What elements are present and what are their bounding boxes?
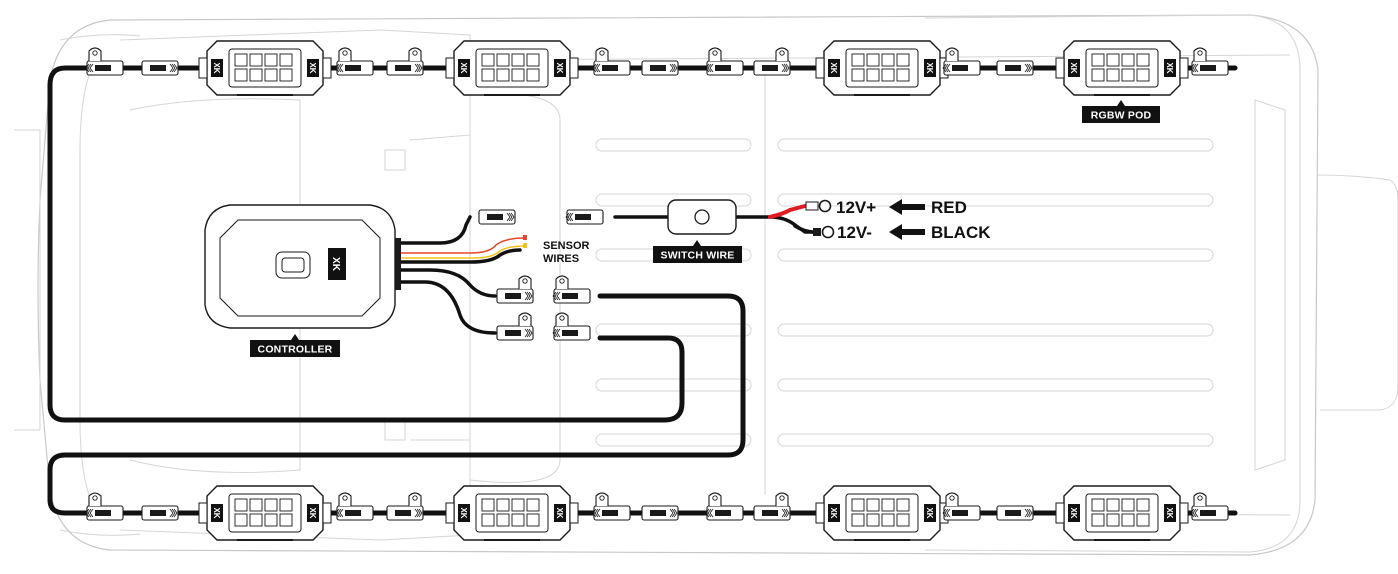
svg-text:XK: XK <box>1069 507 1078 518</box>
arrow-left-icon <box>889 199 925 215</box>
brand-logo-icon: XK <box>924 59 936 77</box>
brand-logo-icon: XK <box>1164 504 1176 522</box>
wire-connector <box>641 505 679 521</box>
wire-connector <box>641 60 679 76</box>
wire-connector <box>1190 492 1229 521</box>
brand-logo-icon: XK <box>458 59 470 77</box>
svg-text:XK: XK <box>925 62 934 73</box>
wire-connector <box>85 47 124 76</box>
svg-text:XK: XK <box>829 62 838 73</box>
rgbw-pod: XK XK <box>815 485 949 541</box>
svg-text:RGBW POD: RGBW POD <box>1091 110 1152 122</box>
svg-text:XK: XK <box>555 62 564 73</box>
wire-connector <box>141 60 179 76</box>
brand-logo-icon: XK <box>1164 59 1176 77</box>
sensor-wires-label-line2: WIRES <box>543 253 579 265</box>
svg-text:XK: XK <box>829 507 838 518</box>
wire-connector <box>996 505 1034 521</box>
wire-connector <box>753 47 791 76</box>
svg-text:XK: XK <box>1165 62 1174 73</box>
wire-connector <box>478 209 516 225</box>
brand-logo-icon: XK <box>307 59 319 77</box>
svg-text:XK: XK <box>212 507 221 518</box>
wire-connector <box>386 47 424 76</box>
brand-logo-icon: XK <box>211 504 223 522</box>
black-wire-label: BLACK <box>931 223 991 242</box>
sensor-wires-label-line1: SENSOR <box>543 240 590 252</box>
brand-logo-icon: XK <box>1068 504 1080 522</box>
svg-text:XK: XK <box>459 62 468 73</box>
wire-connector <box>1190 47 1229 76</box>
wire-connector <box>705 47 744 76</box>
rgbw-pod: XK XK <box>445 40 579 96</box>
wire-connector <box>496 312 534 341</box>
controller-unit: XK <box>204 204 401 329</box>
svg-text:XK: XK <box>555 507 564 518</box>
negative-label: 12V- <box>837 223 872 242</box>
red-wire-label: RED <box>931 198 967 217</box>
svg-text:XK: XK <box>212 62 221 73</box>
switch-wire-tag: SWITCH WIRE <box>653 246 742 263</box>
switch-unit <box>667 199 737 235</box>
wire-connector <box>996 60 1034 76</box>
controller-logo-icon: XK <box>328 248 346 280</box>
svg-text:XK: XK <box>459 507 468 518</box>
wire-connector <box>141 505 179 521</box>
brand-logo-icon: XK <box>828 504 840 522</box>
brand-logo-icon: XK <box>554 59 566 77</box>
rgbw-pod: XK XK <box>198 40 332 96</box>
brand-logo-icon: XK <box>554 504 566 522</box>
wire-connector <box>335 47 374 76</box>
rgbw-pod: XK XK <box>445 485 579 541</box>
wire-connector <box>942 47 981 76</box>
svg-text:XK: XK <box>308 62 317 73</box>
rgbw-pod: XK XK <box>198 485 332 541</box>
svg-text:XK: XK <box>330 257 341 272</box>
wire-connector <box>552 275 591 304</box>
svg-text:XK: XK <box>1069 62 1078 73</box>
wire-connector <box>705 492 744 521</box>
arrow-left-icon <box>889 224 925 240</box>
brand-logo-icon: XK <box>458 504 470 522</box>
controller-wires <box>393 204 817 335</box>
rgbw-pod: XK XK <box>1055 485 1189 541</box>
svg-text:XK: XK <box>308 507 317 518</box>
rgbw-pod: XK XK <box>1055 40 1189 96</box>
ring-terminals <box>805 199 835 239</box>
positive-label: 12V+ <box>836 198 876 217</box>
svg-text:XK: XK <box>1165 507 1174 518</box>
wire-connector <box>753 492 791 521</box>
svg-text:SWITCH WIRE: SWITCH WIRE <box>661 250 735 262</box>
wire-connector <box>565 209 604 225</box>
wire-connector <box>592 47 631 76</box>
controller-tag: CONTROLLER <box>250 340 340 357</box>
wire-connector <box>85 492 124 521</box>
wire-connector <box>942 492 981 521</box>
brand-logo-icon: XK <box>924 504 936 522</box>
brand-logo-icon: XK <box>307 504 319 522</box>
wire-connector <box>552 312 591 341</box>
rgbw-pod-tag: RGBW POD <box>1082 106 1160 123</box>
brand-logo-icon: XK <box>211 59 223 77</box>
brand-logo-icon: XK <box>828 59 840 77</box>
svg-text:CONTROLLER: CONTROLLER <box>258 344 333 356</box>
svg-text:XK: XK <box>925 507 934 518</box>
wire-connector <box>496 275 534 304</box>
wire-connector <box>592 492 631 521</box>
brand-logo-icon: XK <box>1068 59 1080 77</box>
rgbw-pod: XK XK <box>815 40 949 96</box>
wire-connector <box>386 492 424 521</box>
wire-connector <box>335 492 374 521</box>
